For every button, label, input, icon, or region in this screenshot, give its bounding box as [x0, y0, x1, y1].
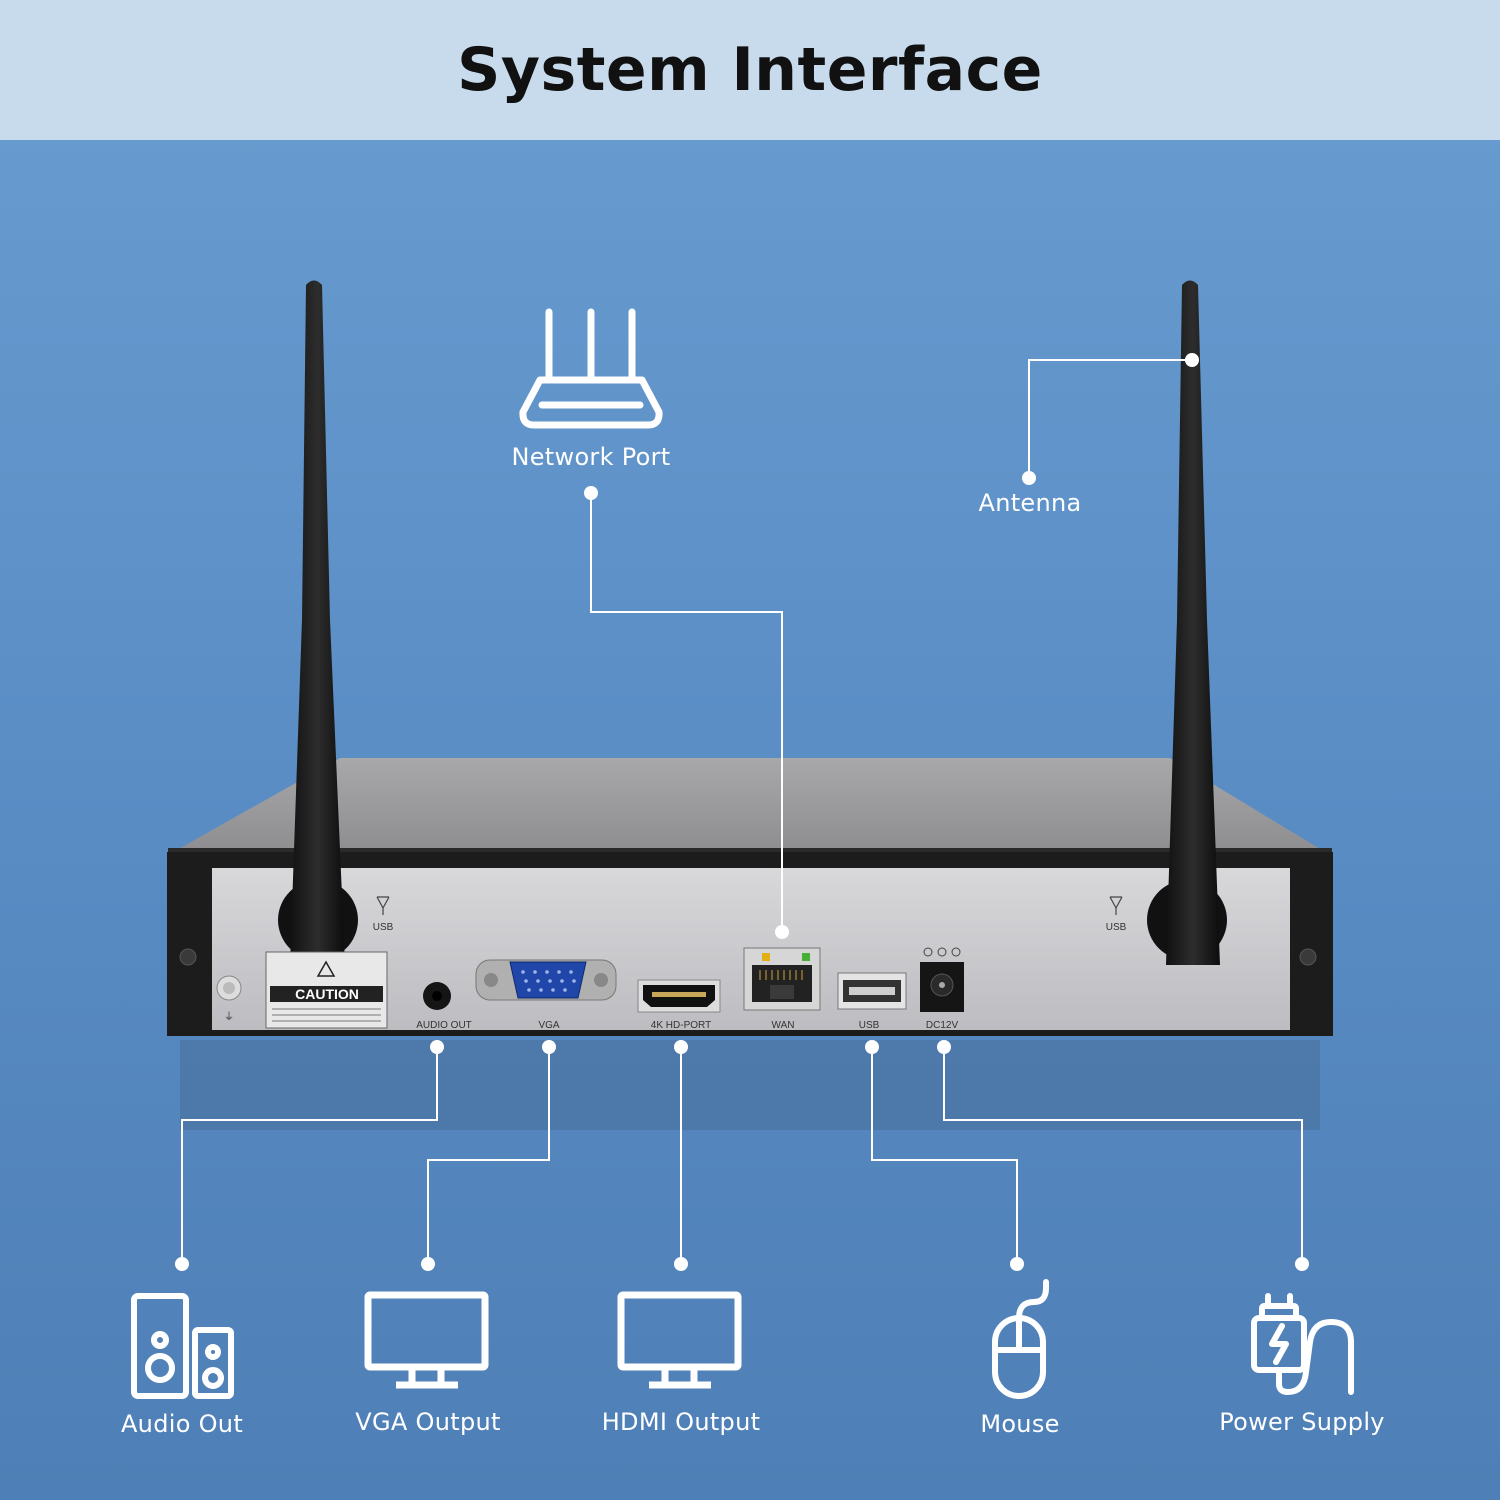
svg-text:AUDIO OUT: AUDIO OUT	[416, 1020, 472, 1031]
callout-vga-output: VGA Output	[355, 1408, 501, 1436]
callout-dots	[175, 353, 1309, 1271]
svg-text:USB: USB	[373, 922, 394, 933]
svg-text:⏚: ⏚	[224, 1011, 234, 1023]
router-icon	[519, 308, 663, 429]
speaker-icon	[131, 1293, 234, 1399]
ground-screw: ⏚	[216, 975, 242, 1023]
antenna-left	[290, 280, 345, 965]
hdmi-port: 4K HD-PORT	[637, 979, 721, 1031]
line-network-port	[590, 493, 783, 932]
mouse-icon	[992, 1279, 1049, 1399]
svg-text:VGA: VGA	[538, 1020, 559, 1031]
power-plug-icon	[1251, 1293, 1354, 1395]
line-antenna	[1028, 359, 1192, 478]
wan-port: WAN	[743, 947, 821, 1031]
callout-mouse: Mouse	[980, 1410, 1060, 1438]
svg-text:USB: USB	[1106, 922, 1127, 933]
line-vga	[427, 1047, 550, 1264]
svg-text:CAUTION: CAUTION	[295, 986, 359, 1002]
reflection	[180, 1040, 1320, 1130]
device-diagram: USB USB ⏚ CAUTION AUDIO OUT	[131, 280, 1354, 1399]
antenna-usb-mark-right: USB	[1106, 896, 1127, 933]
svg-text:4K HD-PORT: 4K HD-PORT	[651, 1020, 711, 1031]
line-audio-out	[181, 1047, 438, 1264]
antenna-usb-mark-left: USB	[373, 896, 394, 933]
callout-lines	[181, 359, 1303, 1264]
usb-port: USB	[837, 972, 907, 1031]
callout-audio-out: Audio Out	[120, 1410, 244, 1438]
svg-text:USB: USB	[859, 1020, 880, 1031]
line-mouse	[871, 1047, 1018, 1264]
monitor-icon-hdmi	[617, 1291, 742, 1389]
svg-text:WAN: WAN	[772, 1020, 795, 1031]
header-banner: System Interface	[0, 0, 1500, 140]
vga-port: VGA	[475, 959, 617, 1031]
device-top	[168, 758, 1330, 855]
callout-network-port: Network Port	[511, 443, 671, 471]
monitor-icon-vga	[364, 1291, 489, 1389]
page-title: System Interface	[457, 35, 1043, 105]
callout-power-supply: Power Supply	[1219, 1408, 1385, 1436]
svg-text:DC12V: DC12V	[926, 1020, 959, 1031]
antenna-right	[1166, 280, 1220, 965]
dc12v-port: DC12V	[920, 947, 964, 1031]
line-power	[943, 1047, 1303, 1264]
caution-label: CAUTION	[265, 951, 388, 1029]
callout-hdmi-output: HDMI Output	[601, 1408, 761, 1436]
audio-out-jack: AUDIO OUT	[416, 982, 472, 1031]
callout-antenna: Antenna	[978, 489, 1082, 517]
